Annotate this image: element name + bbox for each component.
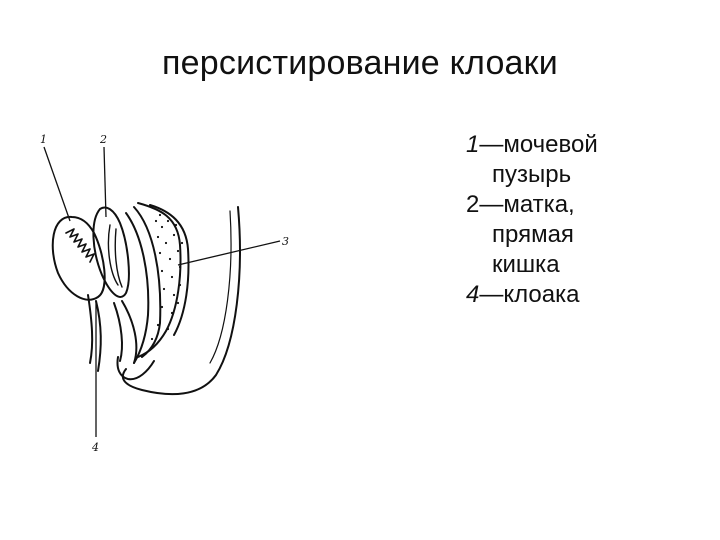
legend-text: —клоака	[479, 281, 579, 308]
legend-item-bladder: 1—мочевой пузырь	[466, 130, 706, 190]
legend-item-cloaca: 4—клоака	[466, 280, 706, 310]
slide-title: персистирование клоаки	[0, 44, 720, 83]
leader-2	[104, 147, 106, 217]
leader-3	[178, 241, 280, 265]
legend-item-uterus-rectum: 2—матка, прямая кишка	[466, 190, 706, 280]
figure-label-3: 3	[282, 235, 289, 248]
legend-text: пузырь	[466, 160, 706, 190]
legend-number: 1	[466, 131, 479, 158]
legend-text: —матка,	[479, 191, 574, 218]
legend-text: прямая	[466, 220, 706, 250]
legend-text: кишка	[466, 250, 706, 280]
legend-number: 2	[466, 191, 479, 218]
legend-text: —мочевой	[479, 131, 597, 158]
legend: 1—мочевой пузырь 2—матка, прямая кишка 4…	[466, 130, 706, 310]
anatomical-drawing: 1 2 3 4	[30, 125, 300, 470]
uterus	[93, 208, 128, 297]
body-outline	[123, 207, 240, 394]
legend-number: 4	[466, 281, 479, 308]
figure-label-1: 1	[40, 133, 47, 146]
figure-label-4: 4	[91, 441, 99, 454]
leader-1	[44, 147, 70, 221]
figure-label-2: 2	[99, 133, 107, 146]
